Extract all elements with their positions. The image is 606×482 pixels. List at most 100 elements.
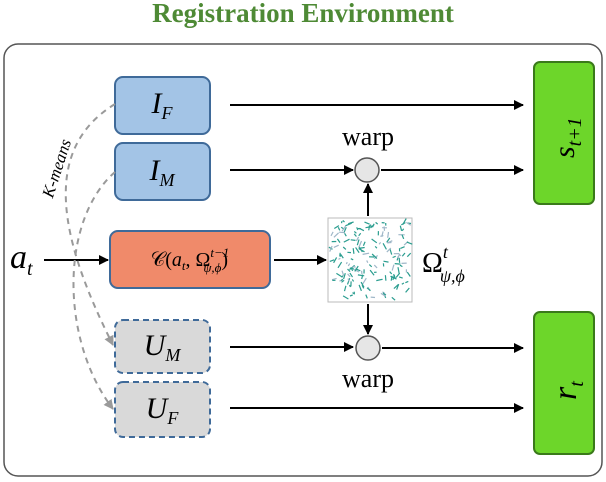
field-vector [399, 225, 403, 232]
moving-mask-label: U [144, 329, 168, 362]
field-vector [405, 287, 410, 293]
field-vector [401, 222, 406, 226]
field-vector [330, 231, 334, 237]
operator-sup: t−1 [210, 245, 229, 260]
field-vector [333, 232, 340, 238]
field-vector [340, 278, 344, 282]
field-vector [384, 275, 387, 281]
field-vector [391, 264, 395, 271]
next-state-sub: t+1 [564, 117, 586, 146]
field-vector [362, 252, 370, 255]
field-vector [342, 295, 349, 300]
next-state-label: s [548, 146, 581, 158]
field-vector [353, 268, 360, 273]
field-vector [340, 254, 344, 259]
field-vector [395, 272, 401, 278]
field-vector [406, 241, 413, 245]
field-vector [401, 252, 406, 257]
field-vector [337, 261, 343, 269]
svg-text:rt: rt [547, 381, 588, 400]
warp-node-bottom [355, 335, 381, 361]
field-vector [396, 283, 400, 290]
field-vector [354, 265, 359, 272]
field-vector [360, 281, 365, 288]
field-vector [341, 279, 345, 283]
diagram-title: Registration Environment [152, 0, 454, 28]
field-vector [333, 244, 339, 248]
action-label: at [10, 239, 33, 280]
field-vector [348, 284, 352, 288]
warp-label-bottom: warp [342, 364, 394, 393]
kmeans-arrow-to-moving-mask [64, 103, 116, 346]
field-vector [344, 232, 347, 237]
field-vector [375, 221, 379, 225]
field-vector [348, 221, 354, 225]
field-vector [380, 235, 384, 237]
field-vector [351, 268, 354, 272]
svg-text:st+1: st+1 [548, 117, 586, 158]
field-vector [329, 245, 333, 252]
node-fixed-mask: UF [114, 381, 211, 438]
field-vector [386, 237, 391, 243]
field-vector [399, 264, 403, 268]
moving-image-sub: M [159, 170, 176, 190]
operator-open: 𝒞( [151, 249, 173, 271]
field-vector [349, 294, 353, 297]
field-vector [359, 227, 365, 232]
field-vector [333, 257, 338, 264]
field-vector [355, 236, 360, 242]
field-vector [349, 267, 355, 270]
operator-close: ) [221, 249, 228, 271]
field-vector [358, 284, 362, 292]
field-vector [337, 226, 341, 231]
environment-frame [3, 43, 603, 477]
warp-node-top [354, 157, 380, 183]
svg-text:UM: UM [144, 329, 182, 365]
kmeans-label: K-means [38, 136, 75, 201]
field-vector [368, 264, 373, 268]
field-vector [353, 230, 357, 234]
field-vector [347, 268, 351, 273]
fixed-image-sub: F [161, 103, 174, 123]
field-vector [358, 240, 363, 248]
field-vector [343, 227, 347, 233]
field-vector [361, 284, 365, 289]
field-vector [347, 278, 350, 282]
moving-mask-sub: M [164, 345, 181, 365]
field-vector [405, 280, 409, 284]
node-moving-image: IM [114, 142, 211, 201]
field-vector [389, 271, 393, 275]
field-vector [386, 247, 392, 253]
field-vector [350, 239, 356, 241]
field-vector [393, 284, 399, 290]
field-vector [347, 263, 351, 267]
field-vector [406, 252, 412, 258]
svg-text:IF: IF [151, 87, 174, 123]
field-vector [365, 226, 371, 229]
field-vector [345, 222, 352, 227]
field-vector [370, 225, 374, 228]
warp-label-top: warp [342, 122, 394, 151]
field-vector [352, 248, 355, 254]
field-vector [349, 264, 355, 271]
node-next-state: st+1 [533, 61, 595, 205]
field-vector [366, 260, 369, 263]
field-vector [358, 246, 365, 249]
fixed-mask-label: U [146, 392, 170, 425]
field-vector [333, 225, 340, 230]
reward-sub: t [566, 381, 588, 387]
field-vector [353, 233, 357, 237]
field-vector [342, 219, 345, 223]
field-vector [341, 225, 347, 232]
field-vector [394, 263, 401, 265]
kmeans-arrow-to-fixed-mask [72, 171, 116, 410]
node-fixed-image: IF [114, 76, 211, 135]
field-vector [336, 272, 343, 278]
field-vector [356, 227, 359, 231]
field-vector [341, 270, 345, 276]
field-vector [406, 271, 411, 277]
field-vector [391, 296, 396, 301]
reward-label: r [547, 386, 584, 400]
